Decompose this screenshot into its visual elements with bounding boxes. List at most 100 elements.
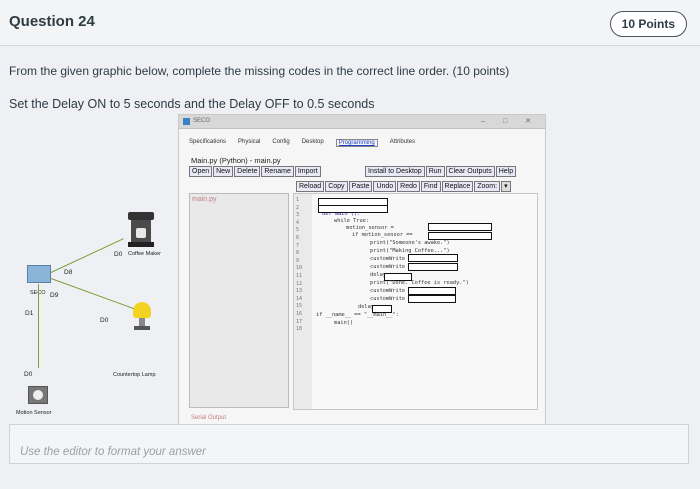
microcontroller-board (27, 265, 51, 283)
code-line-18: main() (334, 320, 354, 326)
circuit-diagram: D0 Coffee Maker D0 Countertop Lamp D8 SE… (0, 200, 178, 430)
reload-button[interactable]: Reload (296, 181, 325, 192)
import-button[interactable]: Import (294, 166, 321, 177)
line-number: 6 (296, 235, 300, 241)
code-line-4: def main (): (322, 211, 361, 217)
wire-to-coffee-maker (50, 238, 124, 273)
code-line-5: while True: (334, 218, 370, 224)
points-badge: 10 Points (609, 11, 687, 37)
app-icon (183, 118, 190, 125)
file-path: Main.py (Python) - main.py (191, 156, 281, 165)
help-button[interactable]: Help (495, 166, 517, 177)
blank-line-12[interactable] (384, 273, 412, 281)
simulator-title: SECO (193, 118, 211, 124)
install-to-desktop-button[interactable]: Install to Desktop (365, 166, 425, 177)
lamp-port: D0 (100, 317, 109, 324)
line-number: 7 (296, 242, 300, 249)
code-line-9: print("Making Coffee...") (370, 248, 450, 254)
window-controls[interactable]: – □ ✕ (481, 118, 539, 125)
zoom-label: Zoom: (474, 181, 501, 192)
question-title: Question 24 (9, 13, 95, 30)
question-instruction: Set the Delay ON to 5 seconds and the De… (9, 97, 375, 111)
new-button[interactable]: New (213, 166, 234, 177)
file-list: main.py (189, 193, 289, 408)
blank-line-7[interactable] (428, 232, 492, 240)
line-number: 2 (296, 204, 300, 211)
line-number: 14 (296, 295, 303, 302)
line-number: 4 (296, 219, 300, 226)
simulator-window: SECO – □ ✕ Specifications Physical Confi… (178, 114, 546, 444)
board-port-d8: D8 (64, 269, 73, 276)
coffee-maker-label: Coffee Maker (128, 251, 161, 257)
answer-placeholder: Use the editor to format your answer (20, 446, 206, 458)
code-line-11: customWrite (370, 264, 406, 270)
line-number: 13 (296, 288, 303, 295)
clear-outputs-button[interactable]: Clear Outputs (445, 166, 495, 177)
blank-line-16[interactable] (372, 305, 392, 313)
code-line-7: if motion_sensor == (352, 232, 413, 238)
file-item-main-py[interactable]: main.py (192, 196, 217, 203)
paste-button[interactable]: Paste (348, 181, 373, 192)
copy-button[interactable]: Copy (325, 181, 348, 192)
line-number: 11 (296, 273, 303, 279)
wire-to-motion-sensor (38, 284, 39, 368)
open-button[interactable]: Open (189, 166, 213, 177)
line-number: 8 (296, 250, 300, 257)
blank-line-6[interactable] (428, 223, 492, 231)
line-number: 15 (296, 303, 303, 310)
code-line-17: if __name__ == "__main__": (316, 312, 399, 318)
tab-programming[interactable]: Programming (335, 139, 378, 147)
edit-button-row: Reload Copy Paste Undo Redo Find Replace… (296, 181, 511, 192)
code-line-12: delay (370, 272, 386, 278)
line-number: 5 (296, 227, 300, 234)
line-number: 12 (296, 280, 303, 287)
code-line-14: customWrite (370, 288, 406, 294)
code-line-8: print("Someone's awake.") (370, 240, 450, 246)
line-number: 18 (296, 326, 303, 333)
lamp-label: Countertop Lamp (113, 372, 156, 378)
code-line-10: customWrite (370, 256, 406, 262)
undo-button[interactable]: Undo (373, 181, 397, 192)
blank-line-10[interactable] (408, 254, 458, 262)
question-header: Question 24 10 Points (0, 0, 700, 46)
zoom-stepper[interactable]: ▾ (501, 181, 511, 192)
action-button-row: Install to Desktop Run Clear Outputs Hel… (365, 166, 517, 177)
simulator-titlebar: SECO – □ ✕ (179, 115, 545, 129)
wire-to-lamp (50, 278, 134, 310)
code-line-16: delay (358, 304, 374, 310)
motion-sensor-port: D0 (24, 371, 33, 378)
coffee-maker-icon (128, 212, 154, 248)
run-button[interactable]: Run (425, 166, 445, 177)
blank-line-15[interactable] (408, 295, 456, 303)
blank-line-14[interactable] (408, 287, 456, 295)
redo-button[interactable]: Redo (397, 181, 420, 192)
code-line-15: customWrite (370, 296, 406, 302)
simulator-tabs: Specifications Physical Config Desktop P… (189, 139, 415, 147)
lamp-icon (131, 302, 153, 332)
tab-physical[interactable]: Physical (238, 139, 261, 145)
rename-button[interactable]: Rename (261, 166, 294, 177)
motion-sensor-label: Motion Sensor (16, 410, 52, 416)
answer-editor[interactable]: Use the editor to format your answer (9, 424, 689, 464)
file-button-row: Open New Delete Rename Import (189, 166, 321, 177)
find-button[interactable]: Find (420, 181, 441, 192)
line-number: 10 (296, 265, 303, 272)
code-line-13: print("Done. Coffee is ready.") (370, 280, 469, 286)
line-number: 9 (296, 257, 300, 264)
question-prompt: From the given graphic below, complete t… (9, 64, 510, 78)
line-number: 3 (296, 212, 300, 219)
blank-line-2[interactable] (318, 205, 388, 213)
tab-config[interactable]: Config (272, 139, 290, 145)
code-line-6: motion_sensor = (346, 225, 394, 231)
tab-specifications[interactable]: Specifications (189, 139, 227, 145)
delete-button[interactable]: Delete (234, 166, 261, 177)
tab-desktop[interactable]: Desktop (301, 139, 324, 145)
tab-attributes[interactable]: Attributes (389, 139, 416, 145)
blank-line-11[interactable] (408, 263, 458, 271)
line-number: 17 (296, 318, 303, 325)
replace-button[interactable]: Replace (441, 181, 474, 192)
board-port-d9: D9 (50, 292, 59, 299)
